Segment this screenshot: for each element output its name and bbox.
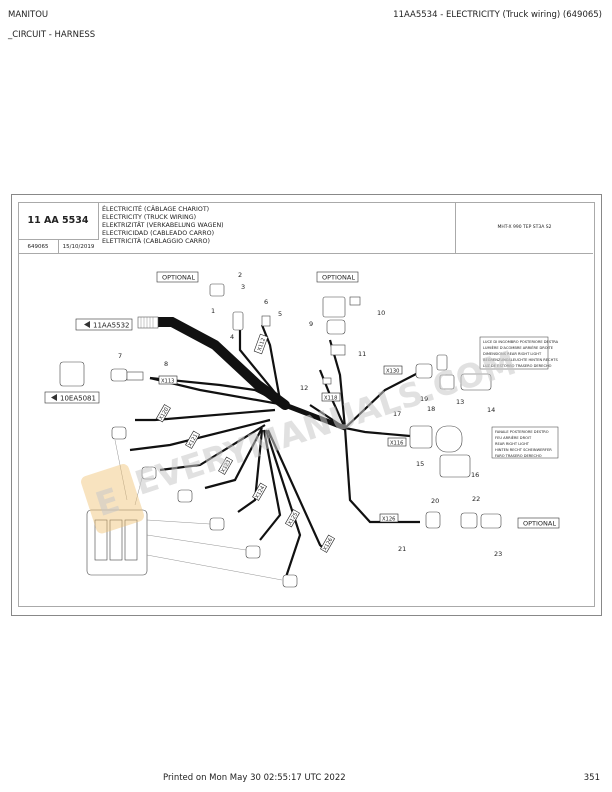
print-timestamp: Printed on Mon May 30 02:55:17 UTC 2022 xyxy=(163,773,346,783)
rear-light-text-5: LUZ DE ESTORBO TRASERO DERECHO xyxy=(483,364,552,368)
callout-22: 22 xyxy=(472,495,480,503)
connector-x112: X112 xyxy=(253,333,269,355)
callout-18: 18 xyxy=(427,405,435,413)
ref-10ea5081: 10EA5081 xyxy=(44,391,100,404)
connector-x113: X113 xyxy=(158,375,178,385)
optional-label-right: OPTIONAL xyxy=(523,520,556,528)
title-block-number: 649065 xyxy=(18,240,59,253)
harness-trunk-right xyxy=(284,402,346,431)
optional-box-middle: OPTIONAL xyxy=(316,271,359,283)
rear-light-text-3: DIMENSIONS REAR RIGHT LIGHT xyxy=(483,352,542,356)
connector-x113-label: X113 xyxy=(161,379,174,385)
callout-4: 4 xyxy=(230,333,234,341)
callout-11: 11 xyxy=(358,350,366,358)
callout-5: 5 xyxy=(278,310,282,318)
title-fr: ÉLECTRICITÉ (CÂBLAGE CHARIOT) xyxy=(102,206,210,213)
connector-tags: X113 X112 X118 X130 X116 X126 X120 X121 … xyxy=(155,333,407,553)
rear-light-text-2: LUMIÈRE D'ACOMBRE ARRIÈRE DROITE xyxy=(483,345,554,350)
title-en: ELECTRICITY (TRUCK WIRING) xyxy=(102,214,197,221)
connector-x121: X121 xyxy=(185,430,201,449)
rear-light-text-4: BEGRENZUNGSLEUCHTE HINTEN RECHTS xyxy=(483,358,558,362)
optional-label-left: OPTIONAL xyxy=(162,274,195,282)
ref-11aa5532-label: 11AA5532 xyxy=(93,322,130,330)
connector-x126-lower: X126 xyxy=(320,534,336,553)
callout-16: 16 xyxy=(471,471,479,479)
callout-9: 9 xyxy=(309,320,313,328)
ref-10ea5081-label: 10EA5081 xyxy=(60,395,96,403)
connector-x130: X130 xyxy=(383,365,403,375)
connector-x125-label: X125 xyxy=(287,512,299,527)
title-block-titles: ÉLECTRICITÉ (CÂBLAGE CHARIOT) ELECTRICIT… xyxy=(102,206,224,246)
connector-x124: X124 xyxy=(252,482,268,501)
harness-sleeve xyxy=(137,316,159,329)
connector-x121-label: X121 xyxy=(187,433,199,448)
sleeve-ribs xyxy=(140,317,154,328)
brand-label: MANITOU xyxy=(8,10,49,20)
title-es: ELECTRICIDAD (CABLEADO CARRO) xyxy=(102,230,215,237)
component-sketches xyxy=(59,283,502,588)
title-block-code: 11 AA 5534 xyxy=(18,202,99,240)
title-block: 11 AA 5534 649065 15/10/2019 ÉLECTRICITÉ… xyxy=(18,202,593,254)
connector-x118: X118 xyxy=(321,392,341,402)
optional-box-left: OPTIONAL xyxy=(156,271,199,283)
connector-x123-label: X123 xyxy=(220,459,232,474)
connector-x126-lower-label: X126 xyxy=(322,537,334,552)
tail-light-text-4: HINTEN RECHT SCHEINWERFER xyxy=(495,448,552,452)
title-block-ref: MHT-X 990 TEP ST3A S2 xyxy=(455,202,593,253)
title-block-date: 15/10/2019 xyxy=(62,243,95,250)
connector-x123: X123 xyxy=(218,456,234,475)
callout-13: 13 xyxy=(456,398,464,406)
callout-15: 15 xyxy=(416,460,424,468)
connector-x125: X125 xyxy=(284,509,300,528)
watermark-text: EVERYMANUALS.COM xyxy=(130,343,520,503)
callout-21: 21 xyxy=(398,545,406,553)
optional-label-middle: OPTIONAL xyxy=(322,274,355,282)
title-it: ELETTRICITÀ (CABLAGGIO CARRO) xyxy=(102,238,210,245)
tail-light-text-5: FARO TRASERO DERECHO xyxy=(495,454,542,458)
rear-light-note: LUCE DI INGOMBRO POSTERIORE DESTRA LUMIÈ… xyxy=(479,336,559,370)
callout-10: 10 xyxy=(377,309,385,317)
harness-trunk xyxy=(150,317,290,410)
optional-box-right: OPTIONAL xyxy=(517,517,560,529)
callout-6: 6 xyxy=(264,298,268,306)
callout-3: 3 xyxy=(241,283,245,291)
connector-x126-label: X126 xyxy=(382,517,395,523)
connector-x112-label: X112 xyxy=(257,337,267,352)
callout-20: 20 xyxy=(431,497,439,505)
tail-light-text-2: FEU ARRIÈRE DROIT xyxy=(495,435,532,440)
diagram-border xyxy=(18,202,595,607)
callout-8: 8 xyxy=(164,360,168,368)
rear-light-text-1: LUCE DI INGOMBRO POSTERIORE DESTRA xyxy=(483,340,559,344)
tail-light-note: FANALE POSTERIORE DESTRO FEU ARRIÈRE DRO… xyxy=(491,426,559,459)
connector-x116-label: X116 xyxy=(390,441,403,447)
callout-17: 17 xyxy=(393,410,401,418)
connector-x118-label: X118 xyxy=(324,396,337,402)
tail-light-text-1: FANALE POSTERIORE DESTRO xyxy=(495,430,549,434)
callout-12: 12 xyxy=(300,384,308,392)
callout-7: 7 xyxy=(118,352,122,360)
connector-x126: X126 xyxy=(379,513,399,523)
valve-leaders xyxy=(114,439,283,581)
callout-19: 19 xyxy=(420,395,428,403)
title-de: ELEKTRIZITÄT (VERKABELUNG WAGEN) xyxy=(102,222,224,229)
connector-x116: X116 xyxy=(387,437,407,447)
callout-23: 23 xyxy=(494,550,502,558)
section-label: _CIRCUIT - HARNESS xyxy=(8,30,96,40)
callout-1: 1 xyxy=(211,307,215,315)
callout-14: 14 xyxy=(487,406,495,414)
connector-x120-label: X120 xyxy=(158,407,170,422)
ref-11aa5532: 11AA5532 xyxy=(75,318,133,331)
connector-x130-label: X130 xyxy=(386,369,399,375)
document-title: 11AA5534 - ELECTRICITY (Truck wiring) (6… xyxy=(393,10,602,20)
page-number: 351 xyxy=(583,773,600,783)
callout-2: 2 xyxy=(238,271,242,279)
connector-x120: X120 xyxy=(155,404,171,423)
tail-light-text-3: REAR RIGHT LIGHT xyxy=(495,442,530,446)
part-callouts: 1 2 3 4 5 6 7 8 9 10 11 12 13 14 15 16 1… xyxy=(118,271,502,558)
